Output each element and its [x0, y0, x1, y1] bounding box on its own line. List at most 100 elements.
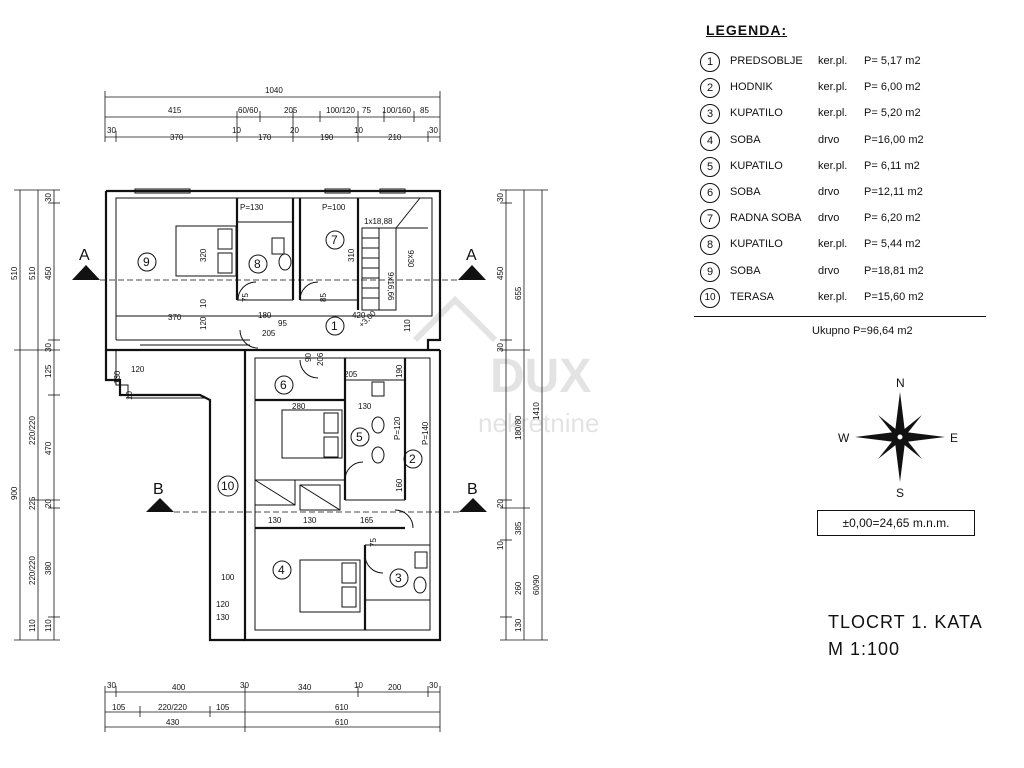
label-120a: 120 [199, 316, 208, 330]
label-75b: 75 [369, 538, 378, 547]
dim-bot-r1-4: 340 [298, 683, 312, 692]
dim-left-mid-5: 110 [28, 619, 37, 632]
legend-number: 7 [700, 209, 720, 230]
label-120b: 120 [131, 365, 145, 374]
legend-material: drvo [818, 212, 840, 225]
wc-room-3 [414, 551, 428, 569]
section-a-right-arrow [458, 265, 486, 280]
dim-right-outer-1: 1410 [532, 402, 541, 420]
dim-bot-r1-6: 200 [388, 683, 402, 692]
dim-bot-r3-1: 430 [166, 718, 180, 727]
dim-top-r1-1: 415 [168, 106, 182, 115]
dim-top-r2-7: 10 [354, 126, 363, 135]
dim-top-r2-9: 30 [429, 126, 438, 135]
label-95: 95 [278, 319, 287, 328]
legend-list: 1 PREDSOBLJE ker.pl. P= 5,17 m2 2 HODNIK… [694, 50, 994, 312]
compass-s: S [896, 486, 904, 500]
legend-material: drvo [818, 264, 840, 277]
label-280: 280 [292, 402, 306, 411]
dim-top-r1-5: 75 [362, 106, 371, 115]
room-number-6: 6 [280, 378, 287, 392]
dim-top-r1-2: 60/60 [238, 106, 259, 115]
room-number-3: 3 [395, 571, 402, 585]
legend-material: ker.pl. [818, 238, 848, 251]
label-100: 100 [221, 573, 235, 582]
room-number-5: 5 [356, 430, 363, 444]
dim-left-in-1: 30 [44, 193, 53, 202]
legend-area: P=16,00 m2 [864, 133, 924, 146]
legend-material: ker.pl. [818, 81, 848, 94]
wc-room-8 [271, 237, 285, 255]
dim-top-r2-2: 370 [170, 133, 184, 142]
bed-room-9 [175, 225, 237, 277]
dim-right-in-3: 30 [496, 343, 505, 352]
room-number-4: 4 [278, 563, 285, 577]
plan-title: TLOCRT 1. KATA [828, 612, 983, 632]
dim-bot-r1-3: 30 [240, 681, 249, 690]
legend-number: 6 [700, 182, 720, 203]
right-dimensions: 30 450 30 180/80 20 10 260 130 655 385 6… [496, 189, 548, 641]
dim-right-mid-1: 655 [514, 286, 523, 300]
label-130a: 130 [358, 402, 372, 411]
legend-item: 7 RADNA SOBA drvo P= 6,20 m2 [694, 207, 994, 233]
section-a-right-label: A [466, 247, 477, 264]
room-number-10: 10 [221, 479, 235, 493]
legend-number: 4 [700, 130, 720, 151]
room-number-9: 9 [143, 255, 150, 269]
legend-number: 8 [700, 235, 720, 256]
legend-room-name: RADNA SOBA [730, 212, 802, 225]
legend-title: LEGENDA: [706, 22, 788, 38]
section-a-left-arrow [72, 265, 100, 280]
room-number-2: 2 [409, 452, 416, 466]
legend-item: 5 KUPATILO ker.pl. P= 6,11 m2 [694, 155, 994, 181]
wc-room-5 [371, 381, 385, 397]
legend-area: P= 5,44 m2 [864, 238, 921, 251]
legend-divider [694, 316, 986, 317]
bed-room-4 [299, 559, 361, 613]
watermark-brand: DUX [490, 350, 591, 403]
watermark: DUX nekretnine [412, 295, 599, 438]
compass-n: N [896, 376, 905, 390]
section-b-right-label: B [467, 481, 478, 498]
dim-top-r2-4: 170 [258, 133, 272, 142]
dim-left-outer-2: 900 [10, 486, 19, 500]
legend-area: P= 6,00 m2 [864, 81, 921, 94]
label-10b: 10 [125, 391, 134, 400]
dim-right-in-5: 20 [496, 499, 505, 508]
dim-left-in-6: 20 [44, 499, 53, 508]
label-205b: 205 [344, 370, 358, 379]
legend-room-name: SOBA [730, 185, 761, 198]
dim-bot-r2-2: 220/220 [158, 703, 187, 712]
room-number-7: 7 [331, 233, 338, 247]
label-190: 190 [395, 364, 404, 378]
legend-area: P=12,11 m2 [864, 185, 923, 198]
legend-area: P= 5,17 m2 [864, 55, 921, 67]
legend-area: P=18,81 m2 [864, 264, 924, 277]
label-130c: 130 [303, 516, 317, 525]
legend-room-name: KUPATILO [730, 238, 783, 251]
dim-bot-r3-2: 610 [335, 718, 349, 727]
left-dimensions: 510 900 510 220/220 225 220/220 110 30 4… [10, 189, 60, 641]
label-110: 110 [403, 319, 412, 332]
label-p130: P=130 [240, 203, 264, 212]
dim-left-in-7: 380 [44, 561, 53, 575]
legend-number: 5 [700, 156, 720, 177]
legend-area: P= 6,11 m2 [864, 159, 920, 172]
label-130e: 130 [216, 613, 230, 622]
dim-left-in-2: 450 [44, 266, 53, 280]
elevation-reference: ±0,00=24,65 m.n.m. [817, 510, 975, 536]
dim-left-mid-1: 510 [28, 266, 37, 280]
compass-rose-icon: N S W E [838, 376, 958, 500]
legend-material: drvo [818, 185, 840, 198]
dim-top-r1-3: 205 [284, 106, 298, 115]
dim-right-in-7: 260 [514, 581, 523, 595]
dim-bot-r1-1: 30 [107, 681, 116, 690]
dim-top-r2-5: 20 [290, 126, 299, 135]
legend-area: P= 6,20 m2 [864, 212, 921, 225]
room-number-8: 8 [254, 257, 261, 271]
label-90: 90 [304, 353, 313, 362]
dim-right-in-1: 30 [496, 193, 505, 202]
label-stair-steps-2: 9x30 [406, 250, 415, 268]
dim-left-in-5: 470 [44, 441, 53, 455]
